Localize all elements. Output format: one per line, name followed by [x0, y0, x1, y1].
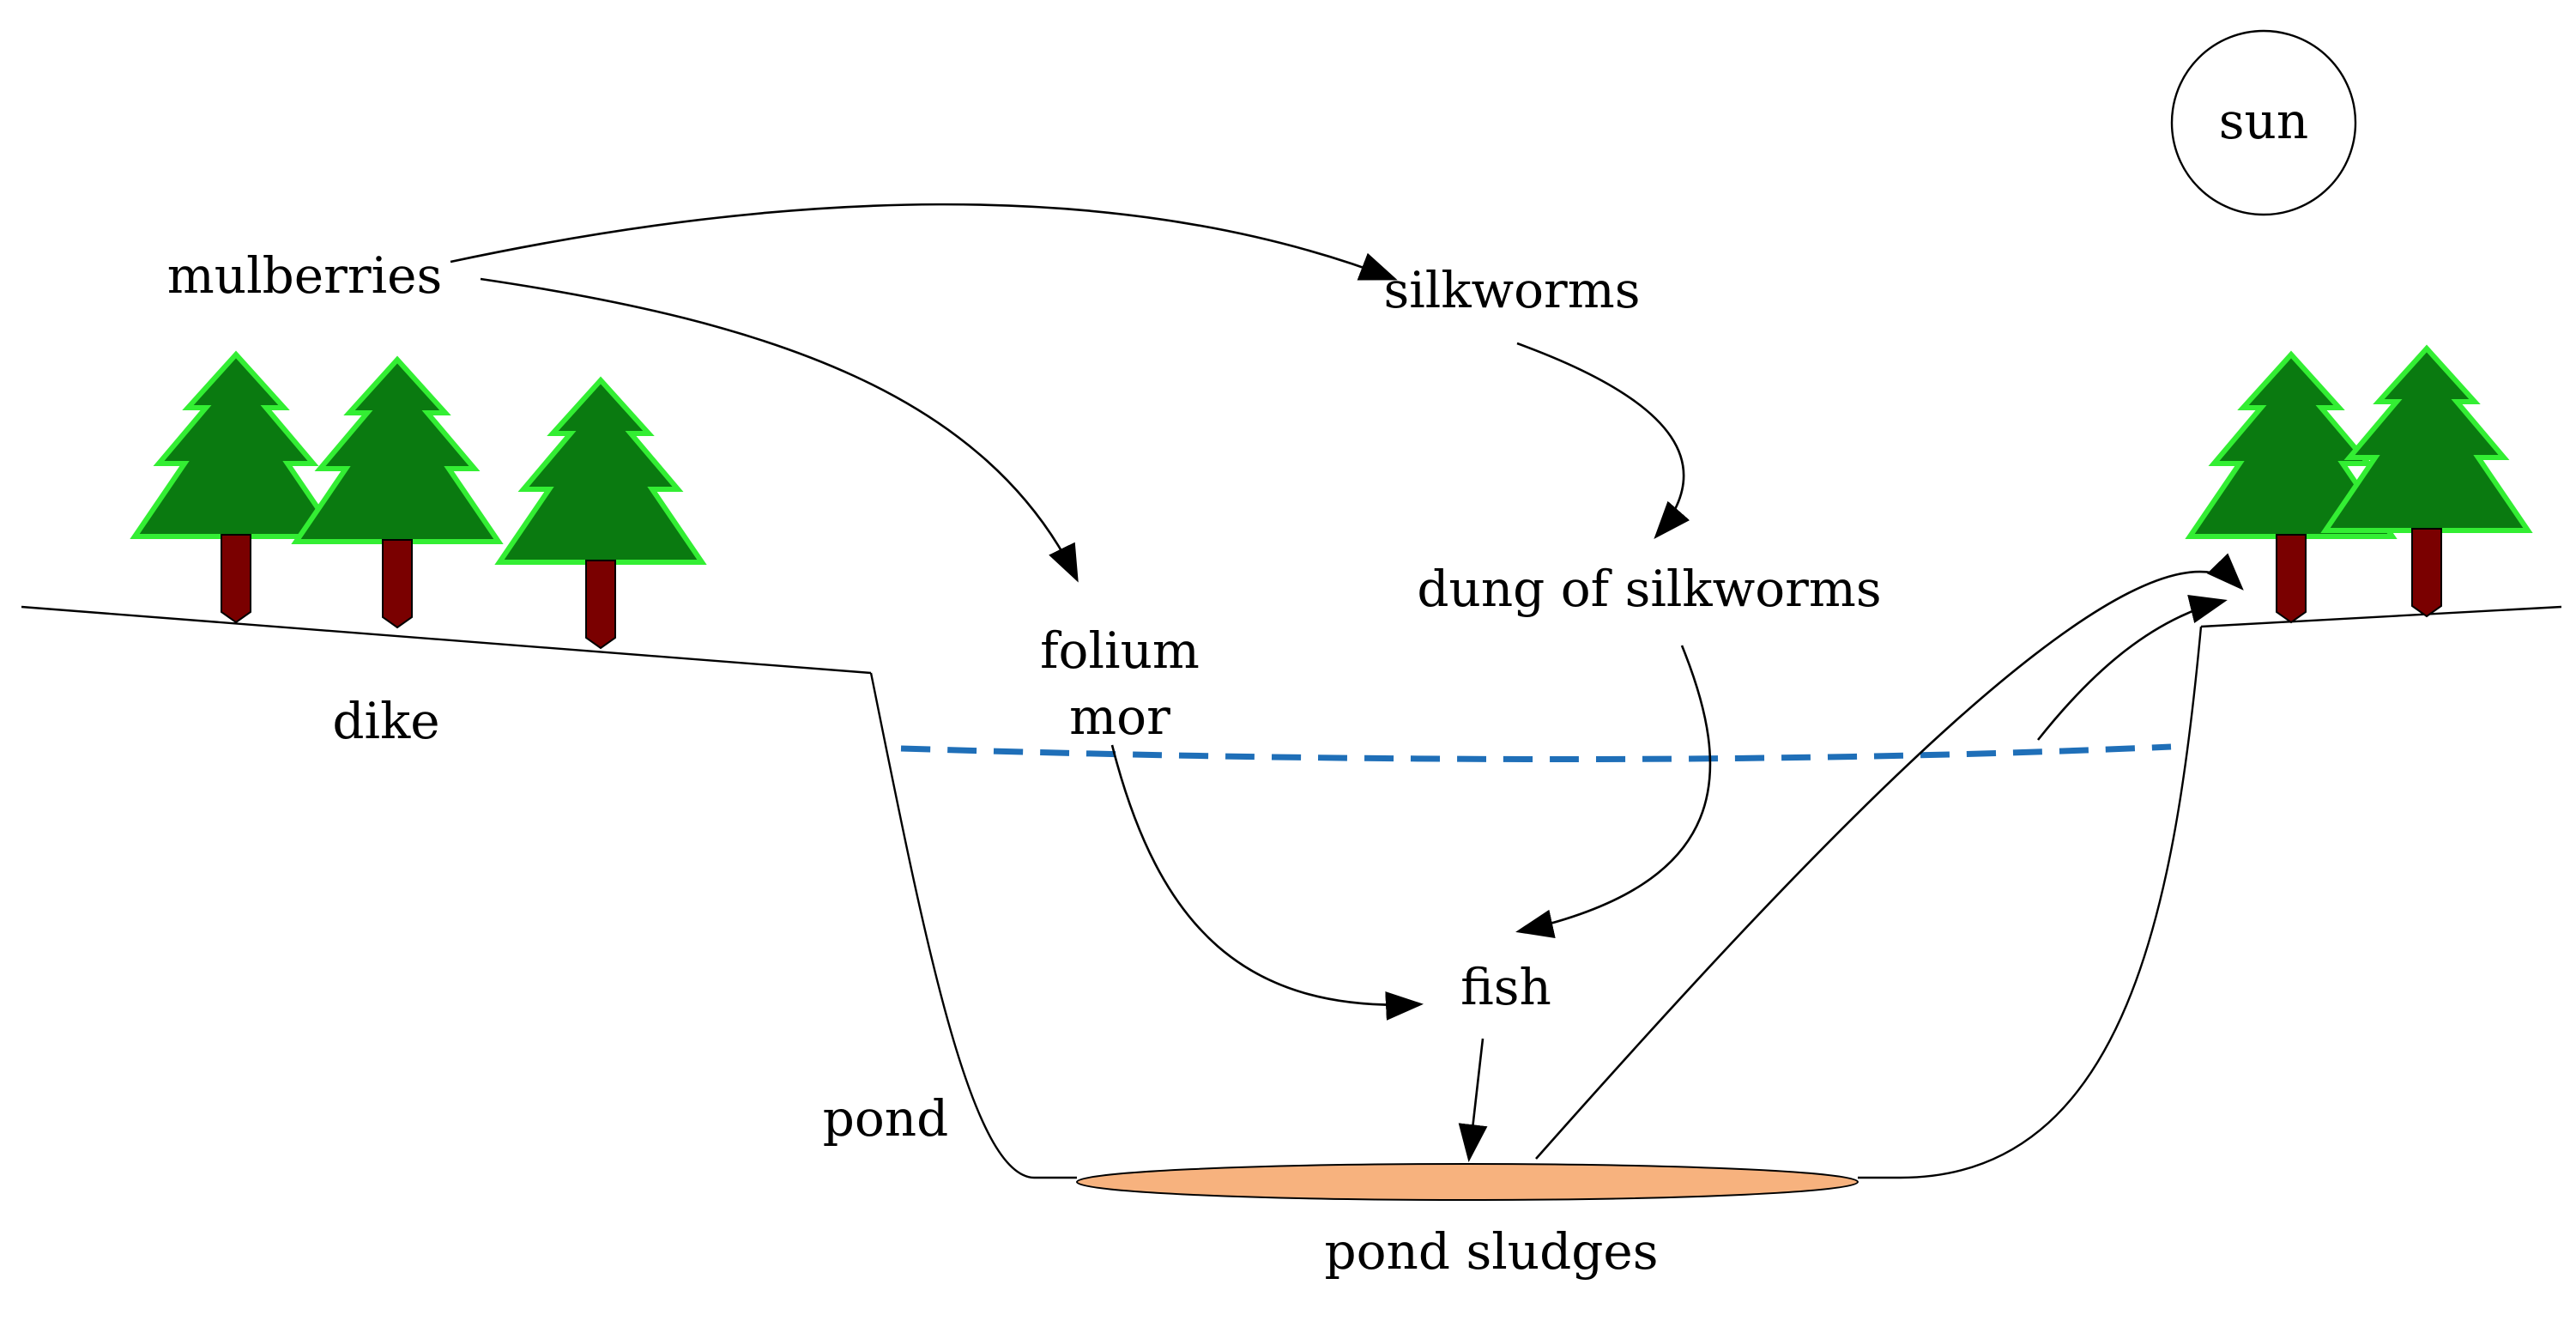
label-folium-line1: folium — [1040, 621, 1200, 680]
label-folium-line2: mor — [1069, 688, 1170, 746]
label-dike: dike — [332, 692, 439, 750]
tree-icon-left-1 — [135, 354, 337, 622]
arrow-folium-mor-to-fish — [1110, 744, 1424, 1021]
arrow-silkworms-to-dung — [1516, 342, 1690, 540]
tree-icon-left-2 — [296, 360, 499, 627]
pond-sludge-ellipse — [1076, 1163, 1859, 1201]
tree-icon-left-3 — [499, 380, 702, 648]
pond-basin-outline — [869, 626, 2203, 1179]
arrow-pond-sludges-to-right-dike — [1535, 553, 2244, 1160]
label-pond-sludges: pond sludges — [1325, 1222, 1659, 1281]
label-silkworms: silkworms — [1383, 261, 1640, 319]
label-dung-of-silkworms: dung of silkworms — [1417, 560, 1881, 618]
arrow-fish-to-pond-sludges — [1458, 1038, 1488, 1162]
arrow-mulberries-to-folium-mor — [480, 277, 1079, 583]
label-mulberries: mulberries — [167, 246, 442, 305]
left-dike-ground-line — [21, 605, 872, 675]
sun-circle — [2170, 29, 2357, 216]
arrow-water-to-right-dike — [2036, 594, 2228, 741]
label-pond: pond — [823, 1089, 949, 1148]
label-sun: sun — [2219, 92, 2308, 150]
right-dike-ground-line — [2200, 605, 2562, 628]
arrow-mulberries-to-silkworms — [450, 203, 1398, 281]
water-surface-line — [900, 743, 2172, 763]
label-fish: fish — [1460, 958, 1551, 1016]
tree-icon-right-2 — [2325, 348, 2528, 616]
arrow-dung-to-fish — [1515, 645, 1712, 938]
